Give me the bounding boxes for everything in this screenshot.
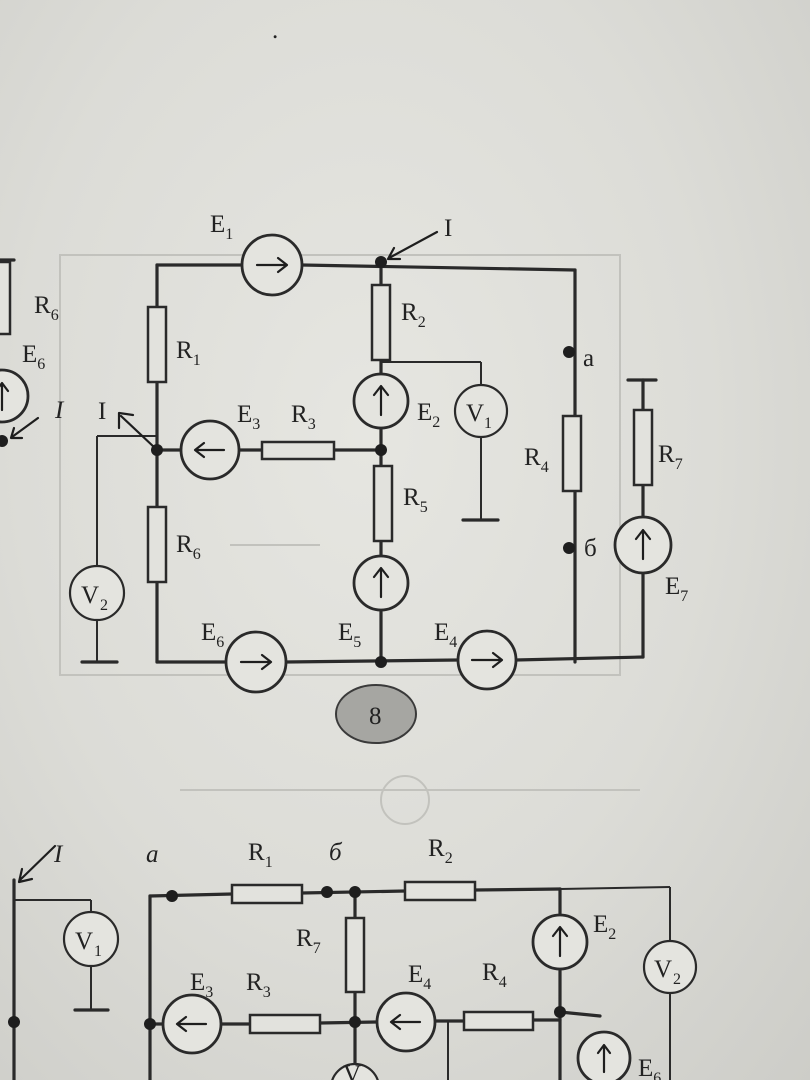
resistor-R4-bottom <box>462 1010 535 1032</box>
node-I-label: I <box>444 215 452 242</box>
label-R2: R2 <box>401 299 426 331</box>
resistor-R3 <box>260 440 336 461</box>
source-E5 <box>352 554 410 612</box>
stray-dot-mark: . <box>272 17 278 44</box>
bleed-through-ghost <box>59 254 640 825</box>
source-E6-bottom <box>576 1030 632 1080</box>
voltmeter-V2-bottom: V 2 <box>642 939 698 995</box>
node-a-label-bottom: a <box>146 841 159 868</box>
node-b-dot-bottom <box>321 886 333 898</box>
node-I-arrow <box>117 411 157 450</box>
node-a-dot-bottom <box>166 890 178 902</box>
svg-text:V: V <box>75 928 93 955</box>
source-E1 <box>240 233 304 297</box>
resistor-R1 <box>146 305 168 384</box>
resistor-R7 <box>632 408 654 487</box>
label-E6-left: E6 <box>22 341 45 373</box>
svg-text:1: 1 <box>94 943 102 960</box>
label-E2-bottom: E2 <box>593 911 616 943</box>
node-I-label-left-partial: I <box>54 397 65 424</box>
node-I-arrow <box>386 230 439 261</box>
node-I-label-left: I <box>98 398 106 425</box>
node-junction <box>349 886 361 898</box>
source-E2 <box>352 372 410 430</box>
svg-text:2: 2 <box>673 971 681 988</box>
source-E2-bottom <box>531 913 589 971</box>
voltmeter-V1-bottom: V 1 <box>62 910 120 968</box>
node-junction <box>8 1016 20 1028</box>
node-b-label: б <box>584 535 597 562</box>
voltmeter-partial-bottom: V <box>331 1061 379 1080</box>
resistor-R6 <box>146 505 168 584</box>
label-R1: R1 <box>176 337 201 369</box>
node-junction <box>144 1018 156 1030</box>
source-E4-bottom <box>375 991 437 1053</box>
label-E4-bottom: E4 <box>408 961 431 993</box>
node-I-label-bottom: I <box>53 841 64 868</box>
label-E3: E3 <box>237 401 260 433</box>
label-R3: R3 <box>291 401 316 433</box>
node-junction <box>349 1016 361 1028</box>
label-R4-bottom: R4 <box>482 959 507 991</box>
node-a-dot <box>563 346 575 358</box>
node-junction <box>554 1006 566 1018</box>
node-a-label: a <box>583 345 594 372</box>
svg-text:V: V <box>654 956 672 983</box>
label-E5: E5 <box>338 619 361 651</box>
label-R7-bottom: R7 <box>296 925 321 957</box>
circuit-bottom-partial: V 1 V 2 V I a R1 б R2 R7 E2 E3 R3 E4 <box>8 835 698 1080</box>
label-E7: E7 <box>665 573 688 605</box>
svg-text:1: 1 <box>484 415 492 432</box>
svg-text:2: 2 <box>100 597 108 614</box>
label-R1-bottom: R1 <box>248 839 273 871</box>
circuit-left-partial: R6 E6 I <box>0 258 65 447</box>
label-R7: R7 <box>658 441 683 473</box>
voltmeter-V2: V 2 <box>68 564 126 622</box>
node-junction <box>375 256 387 268</box>
label-E2: E2 <box>417 399 440 431</box>
svg-text:V: V <box>466 400 484 427</box>
labels-top: E1 I R2 R1 a I E3 R3 E2 R4 R7 R5 R6 б E7… <box>98 211 688 651</box>
label-E3-bottom: E3 <box>190 969 213 1001</box>
label-E4: E4 <box>434 619 457 651</box>
circuit-diagram-8: V 1 V 2 E1 I R2 R1 a I E3 R3 E2 R4 <box>68 211 688 744</box>
svg-text:V: V <box>81 582 99 609</box>
node-junction <box>375 656 387 668</box>
label-E6-bottom: E6 <box>638 1055 661 1080</box>
label-R4: R4 <box>524 444 549 476</box>
label-R5: R5 <box>403 484 428 516</box>
svg-text:V: V <box>343 1061 361 1080</box>
label-E1: E1 <box>210 211 233 243</box>
resistor-R2 <box>370 283 392 362</box>
resistor-R1-bottom <box>230 883 304 905</box>
resistor-R3-bottom <box>248 1013 322 1035</box>
source-E7 <box>613 515 673 575</box>
label-E6: E6 <box>201 619 224 651</box>
node-b-dot <box>563 542 575 554</box>
source-E6 <box>224 630 288 694</box>
node-junction <box>375 444 387 456</box>
node-I-arrow-bottom <box>17 844 57 884</box>
source-E4 <box>456 629 518 691</box>
label-R2-bottom: R2 <box>428 835 453 867</box>
node-b-label-bottom: б <box>329 839 343 866</box>
source-E3 <box>179 419 241 481</box>
svg-text:8: 8 <box>369 703 382 730</box>
label-R3-bottom: R3 <box>246 969 271 1001</box>
resistor-R5 <box>372 464 394 543</box>
resistor-R2-bottom <box>403 880 477 902</box>
source-E3-bottom <box>161 993 223 1055</box>
label-R6-left: R6 <box>34 292 59 324</box>
diagram-number-badge: 8 <box>335 684 417 744</box>
resistor-R4 <box>561 414 583 493</box>
voltmeter-V1: V 1 <box>453 383 509 439</box>
resistor-R7-bottom <box>344 916 366 994</box>
label-R6: R6 <box>176 531 201 563</box>
